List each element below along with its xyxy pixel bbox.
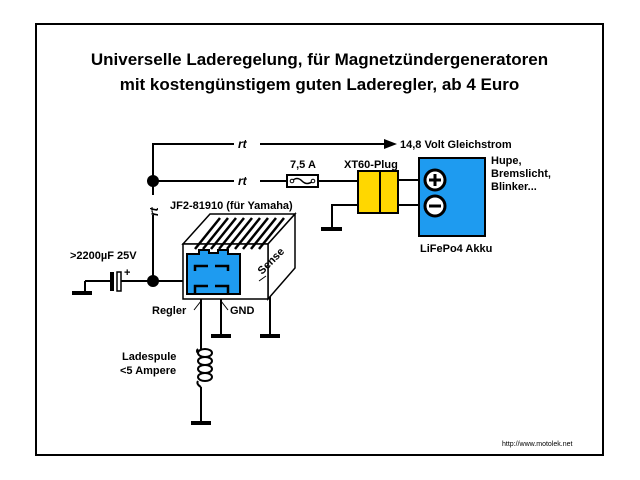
coil-label-2: <5 Ampere (120, 365, 176, 377)
footer-url[interactable]: http://www.motolek.net (502, 441, 572, 448)
regulator-icon (181, 212, 297, 302)
junction-dot-top (147, 175, 159, 187)
regler-pointer (193, 300, 202, 311)
capacitor-label: >2200µF 25V (70, 250, 137, 262)
battery-icon (418, 157, 486, 237)
regler-label: Regler (152, 305, 187, 317)
xt60-plug-icon (357, 170, 399, 214)
wire-ground-plug-2 (331, 204, 358, 228)
consumers-line-1: Hupe, (491, 155, 522, 167)
capacitor-icon (110, 271, 122, 292)
battery-label: LiFePo4 Akku (420, 243, 492, 255)
wire-label-rt-top: rt (238, 137, 248, 151)
junction-dot-bottom (147, 275, 159, 287)
diagram-frame (35, 23, 604, 456)
consumers-line-3: Blinker... (491, 181, 537, 193)
capacitor-polarity: + (124, 267, 130, 279)
regulator-connector-icon (186, 249, 241, 295)
plug-label: XT60-Plug (344, 159, 398, 171)
consumers-line-2: Bremslicht, (491, 168, 551, 180)
coil-icon (196, 347, 213, 388)
wire-label-rt-vertical: rt (147, 206, 161, 216)
title-line-2: mit kostengünstigem guten Laderegler, ab… (119, 75, 520, 94)
wire-output (152, 143, 234, 154)
gnd-label: GND (230, 305, 255, 317)
fuse-icon (286, 174, 319, 188)
fuse-label: 7,5 A (290, 159, 316, 171)
wire-label-rt-mid: rt (238, 174, 248, 188)
coil-label-1: Ladespule (122, 351, 176, 363)
output-arrow-icon (384, 139, 397, 149)
gnd-pointer (220, 300, 229, 311)
output-label: 14,8 Volt Gleichstrom (400, 139, 512, 151)
regulator-label: JF2-81910 (für Yamaha) (170, 200, 293, 212)
title-line-1: Universelle Laderegelung, für Magnetzünd… (90, 50, 549, 69)
sense-pointer (258, 275, 267, 282)
